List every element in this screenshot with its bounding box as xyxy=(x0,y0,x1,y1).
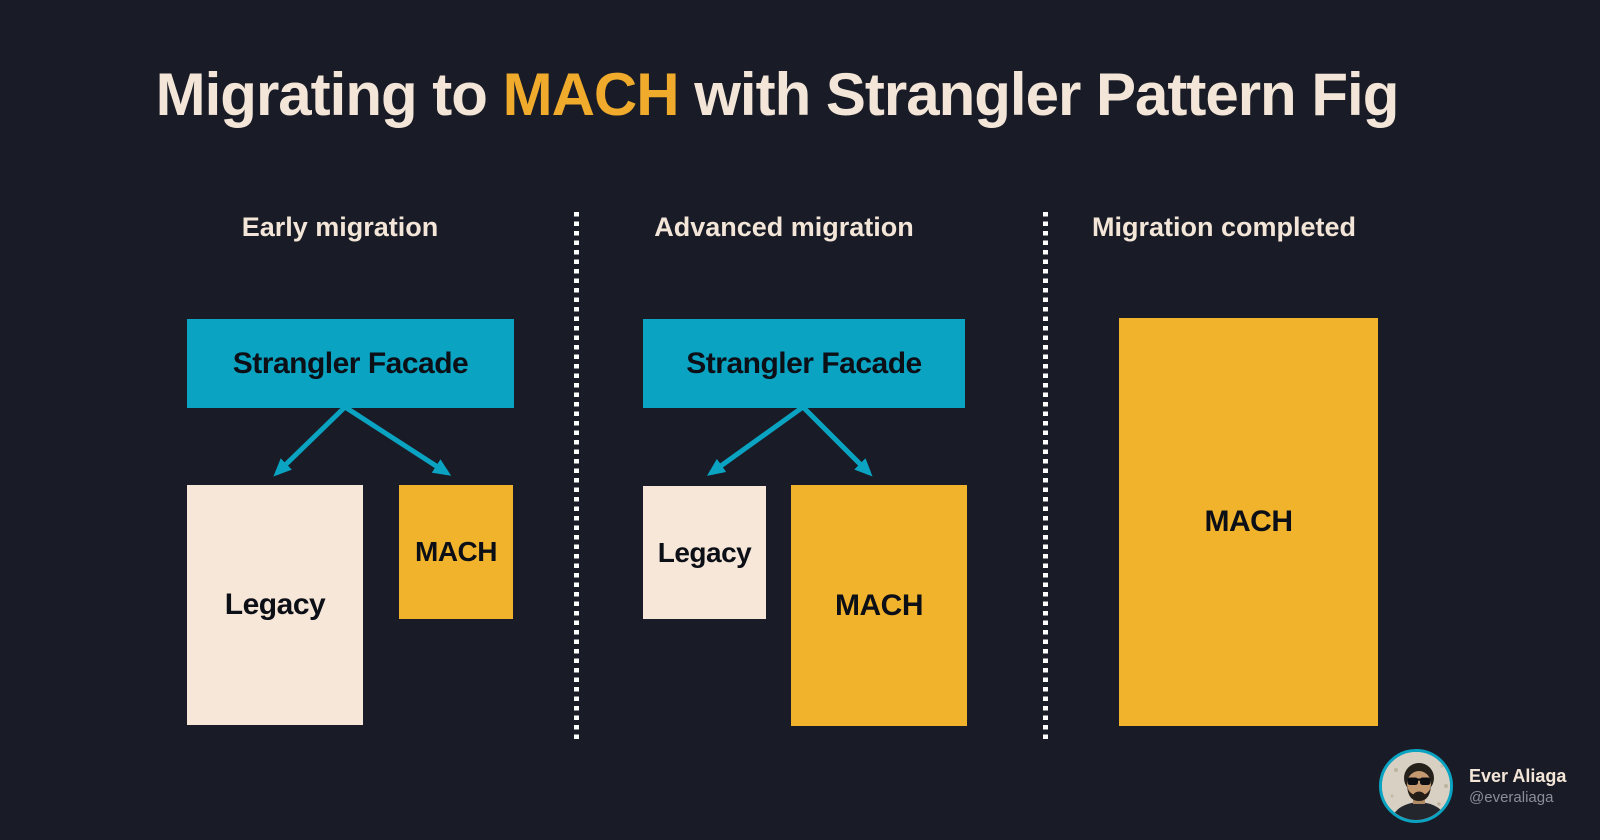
panel-header-early: Early migration xyxy=(241,212,439,242)
strangler-facade-label: Strangler Facade xyxy=(232,346,469,380)
arrow-facade-to-mach-early xyxy=(343,404,452,476)
mach-box-completed: MACH xyxy=(1119,318,1378,726)
title-prefix: Migrating to xyxy=(155,61,503,128)
title-highlight-mach: MACH xyxy=(502,61,680,128)
person-avatar-icon xyxy=(1379,749,1453,823)
mach-box-early: MACH xyxy=(399,485,513,619)
panel-header-advanced: Advanced migration xyxy=(654,212,914,242)
title-suffix: with Strangler Pattern Fig xyxy=(678,61,1399,128)
strangler-facade-box-advanced: Strangler Facade xyxy=(643,319,965,408)
person-avatar-illustration xyxy=(1382,752,1450,820)
strangler-facade-label: Strangler Facade xyxy=(686,346,922,380)
strangler-facade-box-early: Strangler Facade xyxy=(187,319,514,408)
arrow-facade-to-mach-advanced xyxy=(801,405,873,477)
arrow-facade-to-legacy-early xyxy=(273,405,347,477)
legacy-box-early: Legacy xyxy=(187,485,363,725)
author-credit: Ever Aliaga @everaliaga xyxy=(1379,749,1566,823)
author-name: Ever Aliaga xyxy=(1469,766,1567,787)
legacy-label: Legacy xyxy=(657,536,752,568)
mach-label: MACH xyxy=(415,536,498,567)
panel-header-completed: Migration completed xyxy=(1091,212,1357,242)
author-handle: @everaliaga xyxy=(1469,789,1554,807)
legacy-box-advanced: Legacy xyxy=(643,486,766,619)
panel-divider-1 xyxy=(574,212,579,740)
page-title: Migrating to MACH with Strangler Pattern… xyxy=(155,60,1400,129)
mach-label: MACH xyxy=(835,588,924,622)
author-text: Ever Aliaga @everaliaga xyxy=(1469,764,1566,808)
mach-box-advanced: MACH xyxy=(791,485,967,726)
panel-divider-2 xyxy=(1043,212,1048,740)
arrow-facade-to-legacy-advanced xyxy=(706,404,805,476)
mach-label: MACH xyxy=(1204,505,1294,538)
legacy-label: Legacy xyxy=(224,588,326,621)
